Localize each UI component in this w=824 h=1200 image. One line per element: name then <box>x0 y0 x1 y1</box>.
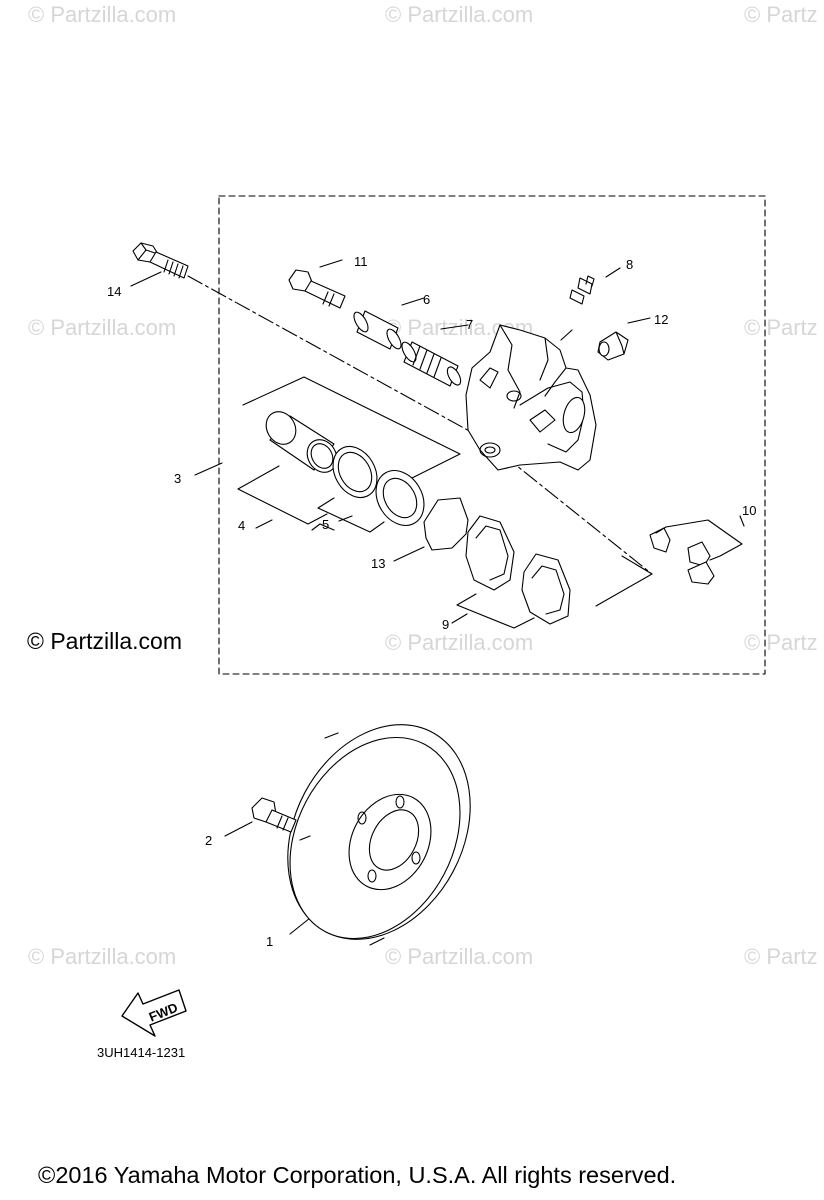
callout-13: 13 <box>371 556 385 571</box>
watermark: © Partz <box>744 2 818 27</box>
callout-10: 10 <box>742 503 756 518</box>
watermark: © Partzilla.com <box>385 944 534 969</box>
caliper-assembly-boundary <box>218 195 766 675</box>
part-3-bracket <box>242 376 461 485</box>
callout-14: 14 <box>107 284 121 299</box>
fwd-arrow-icon: FWD <box>121 989 187 1037</box>
part-1-brake-disc <box>287 724 471 946</box>
watermark: © Partzilla.com <box>28 944 177 969</box>
bracket-5 <box>311 497 385 533</box>
diagram-code: 3UH1414-1231 <box>97 1045 186 1060</box>
watermark: © Partzilla.com <box>385 630 534 655</box>
bracket-4 <box>237 465 328 525</box>
bracket-9 <box>456 593 535 629</box>
part-9-pads <box>465 515 571 625</box>
watermark: © Partz <box>744 630 818 655</box>
watermark: © Partzilla.com <box>28 315 177 340</box>
callout-7: 7 <box>466 317 473 332</box>
bracket-10 <box>655 519 743 561</box>
part-7-pin <box>401 341 462 387</box>
bolt-axis-line <box>187 275 483 439</box>
part-13-shim <box>423 497 469 551</box>
callout-9: 9 <box>442 617 449 632</box>
bracket-right <box>595 555 653 607</box>
partzilla-watermark: © Partzilla.com <box>27 628 182 654</box>
callout-8: 8 <box>626 257 633 272</box>
callout-12: 12 <box>654 312 668 327</box>
part-8-bleed-screw <box>569 275 595 305</box>
part-5-seal <box>332 446 425 526</box>
callout-3: 3 <box>174 471 181 486</box>
callout-11: 11 <box>354 254 368 269</box>
callout-2: 2 <box>205 833 212 848</box>
callout-5: 5 <box>322 517 329 532</box>
watermark: © Partzilla.com <box>385 2 534 27</box>
part-10-clips <box>649 527 715 585</box>
callout-4: 4 <box>238 518 245 533</box>
watermark: © Partzilla.com <box>28 2 177 27</box>
callout-leaders <box>130 259 745 935</box>
part-14-bolt <box>132 242 189 279</box>
callout-1: 1 <box>266 934 273 949</box>
part-4-piston <box>265 411 338 473</box>
caliper-body <box>465 324 597 471</box>
watermark: © Partz <box>744 944 818 969</box>
part-12-cap <box>597 331 629 361</box>
part-11-bolt <box>288 269 346 309</box>
watermark: © Partz <box>744 315 818 340</box>
part-2-disc-bolt <box>251 797 297 833</box>
copyright-notice: ©2016 Yamaha Motor Corporation, U.S.A. A… <box>38 1162 677 1188</box>
part-6-sleeve <box>353 310 402 350</box>
callout-6: 6 <box>423 292 430 307</box>
